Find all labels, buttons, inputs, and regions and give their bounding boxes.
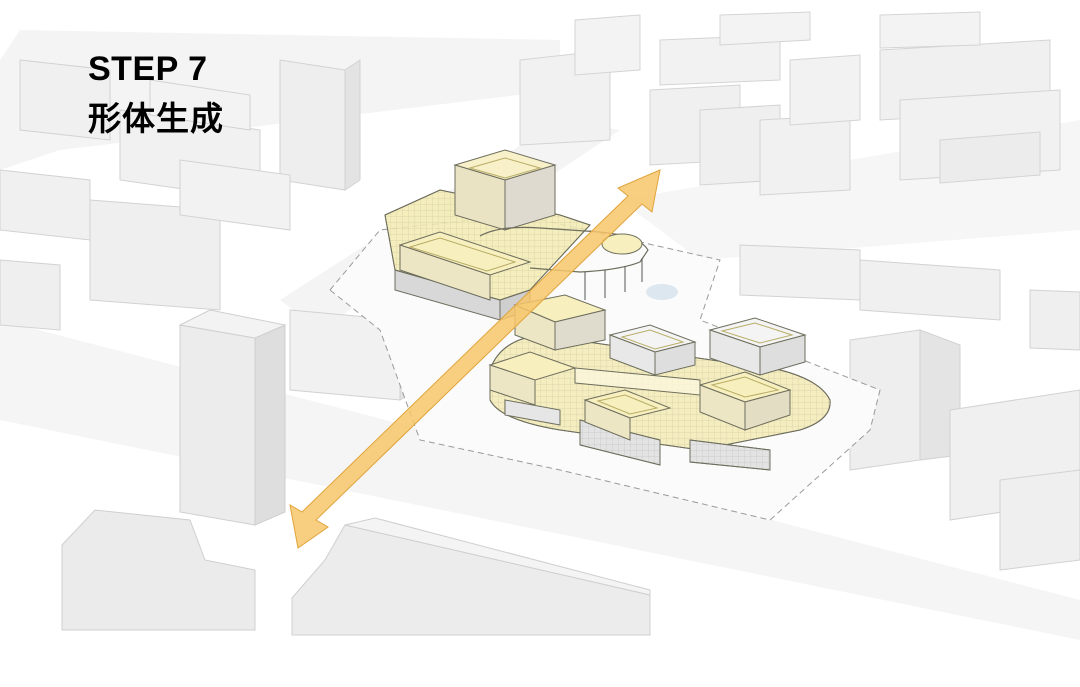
foreground-tower-front (179, 324, 256, 526)
foreground-tower-top (178, 309, 287, 339)
foreground-buildings (61, 309, 651, 636)
foreground-podium-left (61, 509, 256, 631)
pond (646, 284, 678, 300)
double-headed-arrow-icon (289, 169, 661, 549)
foreground-tower-side (254, 324, 286, 526)
context-buildings-left (0, 59, 421, 401)
context-buildings-top (519, 11, 1061, 196)
step-label: STEP 7 (88, 50, 208, 88)
north-wing-massing (384, 149, 649, 321)
axis-arrow-shaft (289, 169, 661, 549)
page-title: 形体生成 (88, 100, 224, 137)
context-buildings-right (739, 244, 1080, 571)
